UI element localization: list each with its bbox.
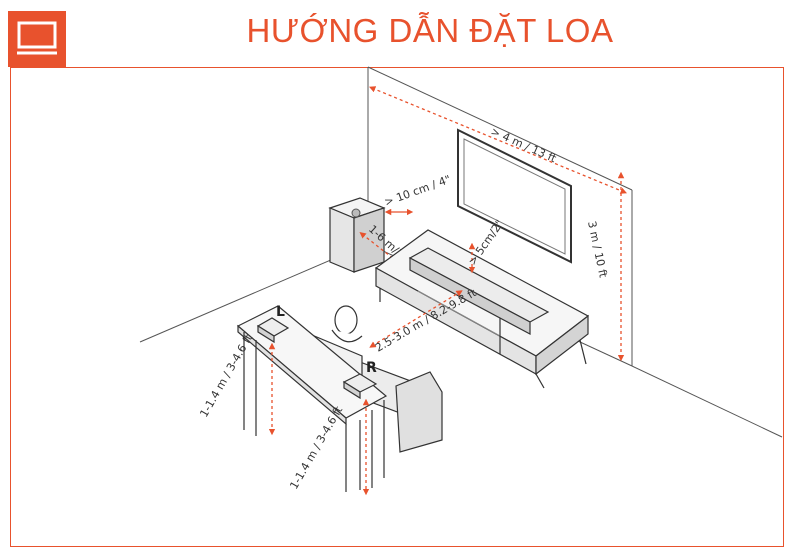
wall-height-label: 3 m / 10 ft — [585, 220, 610, 280]
diagram-frame — [10, 67, 784, 547]
tv-monitor-icon — [8, 11, 66, 67]
right-height-label: 1-1.4 m / 3-4.6 ft — [287, 404, 345, 492]
header: HƯỚNG DẪN ĐẶT LOA — [0, 0, 800, 68]
sub-gap-label: > 10 cm / 4" — [383, 173, 453, 209]
left-speaker-label: L — [276, 304, 285, 320]
right-speaker-label: R — [366, 360, 377, 376]
left-height-label: 1-1.4 m / 3-4.6 ft — [197, 332, 255, 420]
listener-head — [331, 305, 363, 343]
soundbar — [408, 247, 550, 335]
wall-height-dimension — [368, 86, 628, 362]
tv-screen — [457, 128, 572, 264]
bar-gap-label: > 5cm/2" — [466, 217, 507, 267]
right-speaker — [342, 373, 378, 400]
page-title: HƯỚNG DẪN ĐẶT LOA — [246, 12, 614, 49]
left-speaker — [256, 317, 290, 344]
